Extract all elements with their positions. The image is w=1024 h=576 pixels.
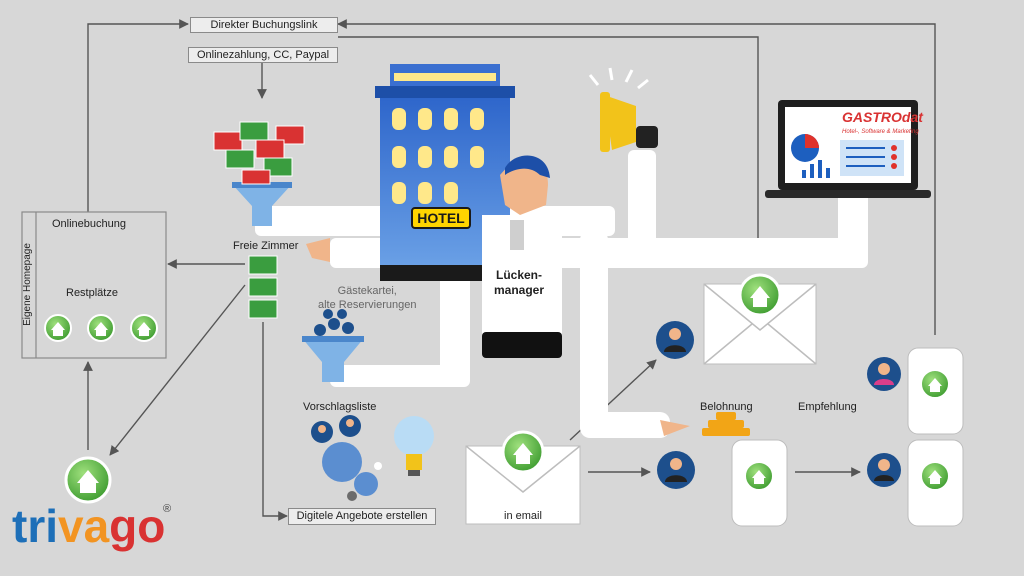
trivago-logo: trivago ® (12, 500, 171, 552)
guest-file-line-2: alte Reservierungen (318, 299, 417, 311)
guest-avatar-3 (867, 357, 901, 391)
recommendation-label: Empfehlung (798, 401, 857, 413)
house-coin-homepage-1 (44, 314, 72, 342)
laptop-icon (765, 100, 931, 198)
direct-booking-link-label: Direkter Buchungslink (210, 19, 318, 31)
pipe-to-megaphone (628, 150, 656, 260)
gears-icon (322, 442, 382, 501)
gap-manager-line-2: manager (493, 283, 545, 297)
gastrodat-name: GASTROdat (842, 109, 924, 125)
online-payment-box: Onlinezahlung, CC, Paypal (188, 47, 338, 63)
guest-file-label: Gästekartei, alte Reservierungen (318, 284, 416, 312)
direct-booking-link-box: Direkter Buchungslink (190, 17, 338, 33)
gastrodat-logo: GASTROdat Hotel-, Software & Marketing (842, 109, 924, 135)
in-email-label: in email (504, 510, 542, 522)
trivago-logo-part-3: go (109, 500, 165, 552)
reward-coins-icon (702, 412, 750, 436)
pipe-to-laptop (838, 180, 868, 268)
svg-text:trivago: trivago (12, 500, 165, 552)
guest-avatar-1 (656, 321, 694, 359)
homepage-box (21, 211, 167, 359)
arrow-laptop-to-booking-link (338, 36, 759, 248)
pointing-hands (306, 238, 690, 436)
arrow-to-trivago (109, 284, 246, 456)
envelope-top (703, 273, 817, 365)
hotel-building (375, 64, 515, 281)
funnel-guests-icon (302, 309, 364, 382)
lightbulb-icon (394, 416, 434, 476)
gap-manager-label: Lücken- manager (488, 268, 550, 298)
guest-file-line-1: Gästekartei, (337, 285, 397, 297)
pipe-vertical-right (580, 230, 608, 430)
pipe-to-reward (580, 412, 670, 438)
guest-avatar-2 (657, 451, 695, 489)
free-rooms-label: Freie Zimmer (233, 240, 299, 252)
manager-figure (482, 155, 562, 358)
connector-lines (83, 19, 936, 521)
trivago-registered-mark: ® (163, 503, 171, 515)
pipe-to-funnel (330, 365, 470, 387)
free-room-tickets (248, 255, 278, 319)
suggestion-list-label: Vorschlagsliste (303, 401, 377, 413)
arrow-homepage-to-booking-link (87, 19, 189, 212)
reward-label: Belohnung (700, 401, 753, 413)
phone-3 (907, 439, 964, 527)
hotel-sign: HOTEL (417, 210, 465, 226)
phone-1 (731, 439, 788, 527)
guest-avatar-small-1 (311, 421, 333, 443)
room-tickets-cluster (213, 121, 305, 185)
funnel-rooms-icon (232, 182, 292, 226)
guest-avatar-4 (867, 453, 901, 487)
house-coin-trivago (64, 456, 112, 504)
digital-offers-label: Digitele Angebote erstellen (296, 510, 428, 522)
megaphone-icon (588, 67, 658, 152)
online-payment-label: Onlinezahlung, CC, Paypal (196, 49, 330, 61)
house-coins (44, 314, 158, 504)
gastrodat-tagline: Hotel-, Software & Marketing (842, 129, 919, 135)
phone-2 (907, 347, 964, 435)
online-booking-label: Onlinebuchung (52, 218, 127, 230)
arrow-right-edge-to-booking-link (337, 19, 936, 335)
envelope-in-email (465, 430, 581, 525)
guest-avatar-small-2 (339, 415, 361, 437)
house-coin-homepage-2 (87, 314, 115, 342)
arrow-to-digital-offers (262, 322, 288, 521)
trivago-logo-part-2: va (58, 500, 110, 552)
remaining-places-label: Restplätze (66, 287, 118, 299)
own-homepage-label: Eigene Homepage (21, 243, 33, 326)
digital-offers-box: Digitele Angebote erstellen (288, 508, 436, 525)
house-coin-homepage-3 (130, 314, 158, 342)
trivago-logo-part-1: tri (12, 500, 58, 552)
gap-manager-line-1: Lücken- (495, 268, 542, 282)
guest-avatars (311, 321, 901, 489)
